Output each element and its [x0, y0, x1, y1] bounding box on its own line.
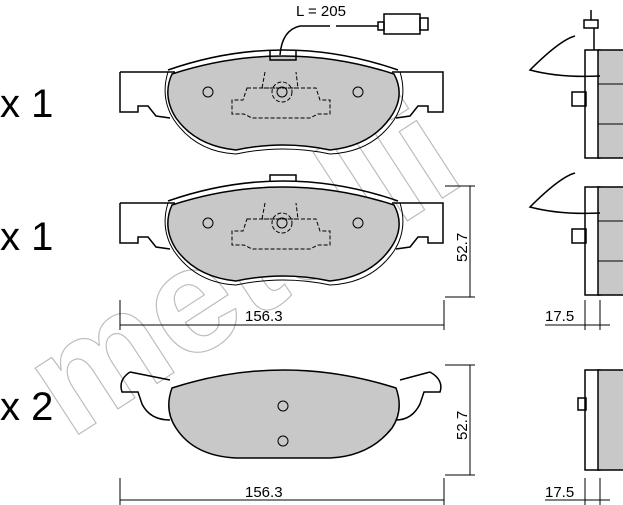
thickness-dimension-line	[545, 478, 610, 505]
brake-pad	[119, 174, 444, 286]
side-view-1	[529, 10, 623, 159]
side-view-2	[529, 172, 623, 296]
sensor-length-label: L = 205	[296, 3, 346, 20]
height-dimension-line	[445, 185, 475, 298]
brake-pad-with-sensor	[119, 13, 444, 155]
height-label: 52.7	[454, 233, 471, 262]
width-label: 156.3	[245, 484, 283, 501]
thickness-label: 17.5	[545, 484, 574, 501]
quantity-label: x 1	[0, 82, 53, 126]
width-dimension-line	[119, 478, 445, 505]
width-dimension-line	[119, 300, 445, 330]
quantity-label: x 1	[0, 215, 53, 259]
thickness-label: 17.5	[545, 308, 574, 325]
width-label: 156.3	[245, 308, 283, 325]
height-label: 52.7	[454, 411, 471, 440]
quantity-label: x 2	[0, 385, 53, 429]
thickness-dimension-line	[545, 300, 610, 330]
brake-pad-outer	[120, 369, 442, 459]
height-dimension-line	[445, 364, 475, 476]
side-view-3	[577, 369, 623, 471]
